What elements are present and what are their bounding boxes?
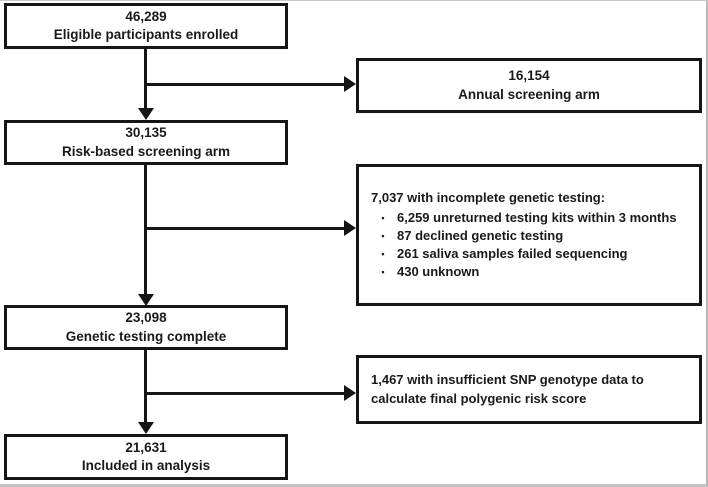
box-complete-label: Genetic testing complete	[65, 328, 227, 344]
box-incomplete-genetic-testing: 7,037 with incomplete genetic testing: ▪…	[356, 164, 702, 306]
bullet-item: ▪ 261 saliva samples failed sequencing	[369, 245, 627, 263]
box-eligible-enrolled: 46,289 Eligible participants enrolled	[4, 3, 288, 49]
box-incomplete-heading: 7,037 with incomplete genetic testing:	[371, 189, 606, 205]
box-annual-number: 16,154	[508, 68, 550, 84]
branch-line-to-incomplete-testing	[144, 227, 345, 230]
bullet-icon: ▪	[381, 213, 385, 224]
connector-line-enrolled-to-risk	[144, 49, 147, 109]
box-analysis-number: 21,631	[125, 439, 167, 455]
arrowhead-down-icon	[138, 422, 154, 434]
arrowhead-right-icon	[344, 76, 356, 92]
bullet-icon: ▪	[381, 249, 385, 260]
bullet-item: ▪ 87 declined genetic testing	[369, 227, 563, 245]
connector-line-risk-to-complete	[144, 165, 147, 295]
box-risk-based-arm: 30,135 Risk-based screening arm	[4, 120, 288, 165]
box-enrolled-number: 46,289	[125, 8, 167, 24]
box-analysis-label: Included in analysis	[81, 458, 211, 473]
bullet-icon: ▪	[381, 231, 385, 242]
arrowhead-down-icon	[138, 108, 154, 120]
box-insufficient-snp-data: 1,467 with insufficient SNP genotype dat…	[356, 355, 702, 424]
bullet-item: ▪ 430 unknown	[369, 263, 479, 281]
branch-line-to-insufficient-snp	[144, 392, 345, 395]
box-risk-label: Risk-based screening arm	[61, 143, 231, 159]
box-genetic-testing-complete: 23,098 Genetic testing complete	[4, 305, 288, 350]
arrowhead-down-icon	[138, 294, 154, 306]
box-risk-number: 30,135	[125, 125, 167, 141]
box-annual-label: Annual screening arm	[458, 86, 600, 102]
arrowhead-right-icon	[344, 220, 356, 236]
branch-line-to-annual-arm	[144, 83, 345, 86]
box-annual-screening-arm: 16,154 Annual screening arm	[356, 58, 702, 113]
box-insufficient-text: 1,467 with insufficient SNP genotype dat…	[371, 372, 644, 406]
box-included-in-analysis: 21,631 Included in analysis	[4, 434, 288, 480]
bullet-item: ▪ 6,259 unreturned testing kits within 3…	[369, 209, 676, 227]
connector-line-complete-to-analysis	[144, 350, 147, 423]
box-complete-number: 23,098	[125, 310, 167, 326]
bullet-icon: ▪	[381, 267, 385, 278]
box-enrolled-label: Eligible participants enrolled	[53, 27, 239, 42]
arrowhead-right-icon	[344, 385, 356, 401]
